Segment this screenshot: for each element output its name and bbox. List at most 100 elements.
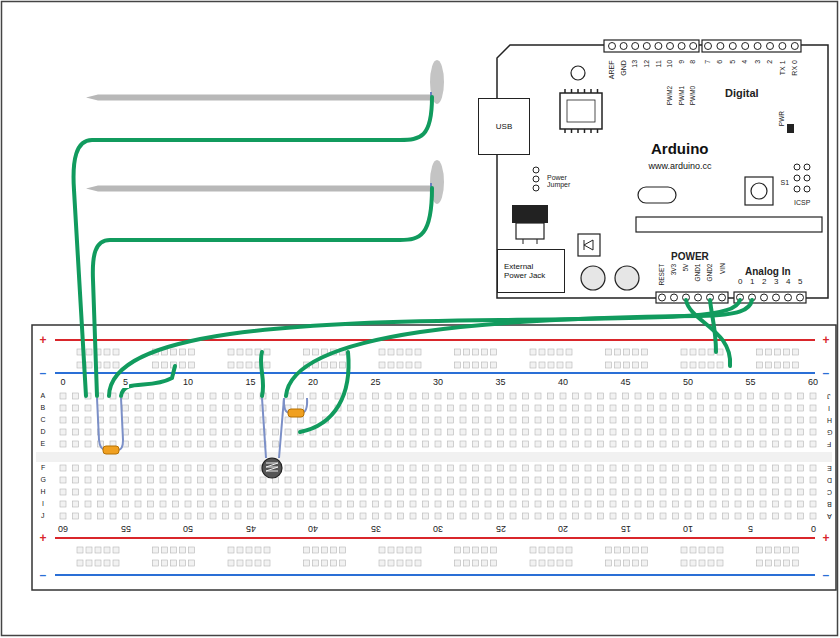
breadboard-hole xyxy=(784,349,790,355)
breadboard-hole xyxy=(323,465,329,471)
breadboard-hole xyxy=(548,441,554,447)
breadboard-hole xyxy=(642,560,648,566)
breadboard-hole xyxy=(648,513,654,519)
breadboard-hole xyxy=(673,429,679,435)
breadboard-hole xyxy=(648,477,654,483)
breadboard-hole xyxy=(498,477,504,483)
breadboard-channel xyxy=(36,452,832,462)
header-pin xyxy=(719,294,726,301)
breadboard-hole xyxy=(573,501,579,507)
breadboard-hole xyxy=(482,547,488,553)
breadboard-hole xyxy=(464,547,470,553)
breadboard-hole xyxy=(360,501,366,507)
breadboard-hole xyxy=(723,489,729,495)
breadboard-hole xyxy=(160,393,166,399)
breadboard-hole xyxy=(264,547,270,553)
breadboard-hole xyxy=(648,405,654,411)
breadboard-hole xyxy=(210,393,216,399)
breadboard-hole xyxy=(473,393,479,399)
regulator-body xyxy=(516,223,544,239)
breadboard-hole xyxy=(699,349,705,355)
breadboard-hole xyxy=(624,362,630,368)
breadboard-hole xyxy=(148,405,154,411)
pin-label: 12 xyxy=(643,59,651,69)
breadboard-hole xyxy=(498,513,504,519)
header-pin xyxy=(785,294,792,301)
breadboard-hole xyxy=(160,489,166,495)
rail-sign: – xyxy=(822,569,831,582)
breadboard-hole xyxy=(735,489,741,495)
breadboard-hole xyxy=(560,393,566,399)
breadboard-hole xyxy=(760,393,766,399)
breadboard-hole xyxy=(698,441,704,447)
breadboard-hole xyxy=(410,429,416,435)
breadboard-hole xyxy=(685,489,691,495)
breadboard-hole xyxy=(485,489,491,495)
breadboard-hole xyxy=(113,560,119,566)
column-number: 40 xyxy=(307,523,319,533)
mounting-hole xyxy=(571,66,585,80)
breadboard-hole xyxy=(385,429,391,435)
breadboard-hole xyxy=(180,362,186,368)
breadboard-hole xyxy=(248,477,254,483)
regulator-tab xyxy=(512,205,548,223)
header-pin xyxy=(632,43,639,50)
breadboard-hole xyxy=(598,465,604,471)
breadboard-hole xyxy=(573,393,579,399)
breadboard-hole xyxy=(123,477,129,483)
breadboard-hole xyxy=(775,547,781,553)
column-number: 55 xyxy=(745,378,757,388)
breadboard-hole xyxy=(810,441,816,447)
pin-label: 5V xyxy=(682,262,689,272)
pin-label: TX 1 xyxy=(778,59,786,76)
breadboard-hole xyxy=(153,560,159,566)
breadboard-hole xyxy=(615,362,621,368)
breadboard-hole xyxy=(798,501,804,507)
column-number: 0 xyxy=(810,523,817,533)
breadboard-hole xyxy=(748,465,754,471)
breadboard-hole xyxy=(473,441,479,447)
breadboard-hole xyxy=(135,393,141,399)
breadboard-hole xyxy=(273,405,279,411)
header-pin xyxy=(671,294,678,301)
breadboard-hole xyxy=(681,547,687,553)
breadboard-hole xyxy=(348,405,354,411)
breadboard-hole xyxy=(485,513,491,519)
breadboard-hole xyxy=(248,465,254,471)
regulator-leg xyxy=(523,239,524,244)
breadboard-hole xyxy=(460,513,466,519)
row-letter: E xyxy=(826,464,833,472)
breadboard-hole xyxy=(398,405,404,411)
jack-label: External Power Jack xyxy=(504,262,546,280)
breadboard-hole xyxy=(757,349,763,355)
breadboard-hole xyxy=(633,349,639,355)
breadboard-hole xyxy=(698,477,704,483)
chip-pin xyxy=(564,89,566,93)
breadboard-hole xyxy=(699,560,705,566)
breadboard-hole xyxy=(173,441,179,447)
wire xyxy=(686,300,730,366)
breadboard-hole xyxy=(685,513,691,519)
breadboard-hole xyxy=(135,441,141,447)
breadboard-hole xyxy=(773,417,779,423)
breadboard-hole xyxy=(723,441,729,447)
breadboard-hole xyxy=(223,429,229,435)
breadboard-hole xyxy=(415,547,421,553)
breadboard-hole xyxy=(798,405,804,411)
breadboard-hole xyxy=(398,441,404,447)
breadboard-hole xyxy=(648,417,654,423)
breadboard-hole xyxy=(397,362,403,368)
breadboard-hole xyxy=(685,465,691,471)
breadboard-hole xyxy=(548,429,554,435)
breadboard-hole xyxy=(135,513,141,519)
breadboard-hole xyxy=(585,513,591,519)
breadboard-hole xyxy=(85,429,91,435)
pin-label: GND xyxy=(620,59,628,77)
jumper-pin xyxy=(533,176,539,182)
breadboard-hole xyxy=(423,441,429,447)
breadboard-hole xyxy=(335,489,341,495)
breadboard-hole xyxy=(95,547,101,553)
breadboard-hole xyxy=(598,405,604,411)
breadboard-hole xyxy=(123,465,129,471)
